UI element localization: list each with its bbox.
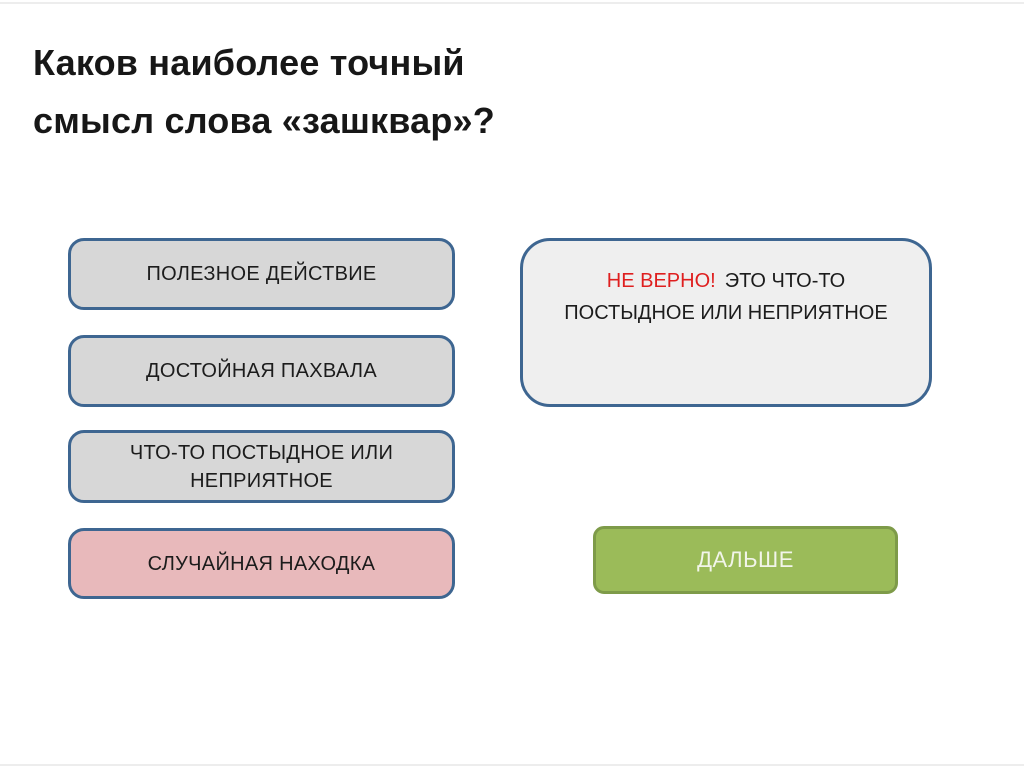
question-title-line-2: смысл слова «зашквар»? <box>33 100 495 141</box>
next-button-label: ДАЛЬШЕ <box>697 547 794 572</box>
answer-option-3[interactable]: ЧТО-ТО ПОСТЫДНОЕ ИЛИ НЕПРИЯТНОЕ <box>68 430 455 503</box>
answer-option-2[interactable]: ДОСТОЙНАЯ ПАХВАЛА <box>68 335 455 407</box>
answer-option-1-label: ПОЛЕЗНОЕ ДЕЙСТВИЕ <box>146 263 377 285</box>
feedback-message: ЭТО ЧТО-ТО ПОСТЫДНОЕ ИЛИ НЕПРИЯТНОЕ <box>564 270 888 324</box>
slide-top-border <box>0 2 1024 4</box>
slide-bottom-border <box>0 764 1024 766</box>
feedback-status: НЕ ВЕРНО! <box>606 270 716 292</box>
answer-option-2-label: ДОСТОЙНАЯ ПАХВАЛА <box>146 360 377 382</box>
next-button[interactable]: ДАЛЬШЕ <box>593 526 898 594</box>
answer-option-1[interactable]: ПОЛЕЗНОЕ ДЕЙСТВИЕ <box>68 238 455 310</box>
feedback-box: НЕ ВЕРНО!ЭТО ЧТО-ТО ПОСТЫДНОЕ ИЛИ НЕПРИЯ… <box>520 238 932 407</box>
question-title-line-1: Каков наиболее точный <box>33 42 465 83</box>
answer-option-4-label: СЛУЧАЙНАЯ НАХОДКА <box>147 552 376 575</box>
question-title: Каков наиболее точный смысл слова «зашкв… <box>33 34 633 150</box>
answer-option-4-selected-wrong[interactable]: СЛУЧАЙНАЯ НАХОДКА <box>68 528 455 599</box>
answer-option-3-label: ЧТО-ТО ПОСТЫДНОЕ ИЛИ НЕПРИЯТНОЕ <box>129 441 394 492</box>
